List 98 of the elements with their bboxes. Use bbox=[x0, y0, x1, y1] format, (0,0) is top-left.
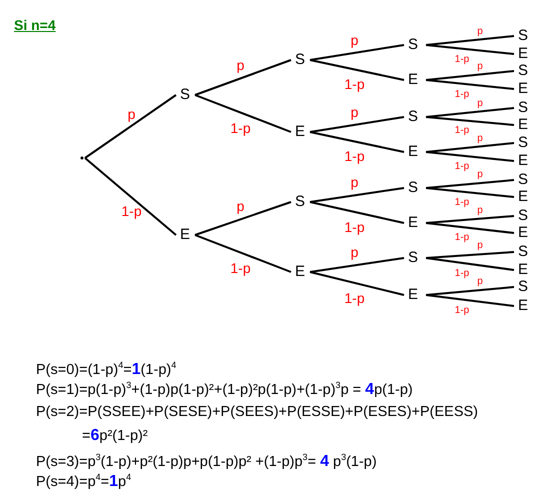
probability-label: 1-p bbox=[454, 126, 470, 136]
outcome-label: S bbox=[517, 171, 529, 189]
outcome-label: E bbox=[407, 71, 419, 89]
branch-line bbox=[426, 187, 514, 198]
probability-label: p bbox=[128, 106, 136, 120]
outcome-label: S bbox=[407, 36, 419, 54]
probability-label: p bbox=[477, 62, 483, 72]
branch-line bbox=[310, 257, 404, 273]
branch-line bbox=[310, 201, 404, 224]
branch-line bbox=[426, 257, 514, 271]
formula: P(s=0)=(1-p)$^{4}$=1(1-p)$^{4}$ bbox=[36, 361, 176, 379]
branch-line bbox=[310, 116, 404, 133]
outcome-label: S bbox=[517, 62, 529, 80]
outcome-label: S bbox=[517, 27, 529, 45]
probability-label: 1-p bbox=[454, 198, 470, 208]
probability-label: 1-p bbox=[230, 260, 251, 274]
branch-line bbox=[310, 187, 404, 203]
branch-line bbox=[426, 151, 514, 162]
branch-line bbox=[310, 44, 404, 61]
branch-line bbox=[84, 94, 177, 159]
outcome-label: E bbox=[294, 123, 306, 141]
probability-label: p bbox=[477, 277, 483, 287]
outcome-label: E bbox=[517, 224, 529, 242]
formula: P(s=4)=p$^{4}$=1p$^{4}$ bbox=[36, 473, 132, 491]
branch-line bbox=[310, 271, 404, 296]
outcome-label: S bbox=[407, 108, 419, 126]
branch-line bbox=[426, 142, 514, 153]
probability-label: p bbox=[236, 58, 244, 72]
branch-line bbox=[194, 59, 292, 96]
branch-line bbox=[426, 107, 514, 118]
branch-line bbox=[310, 59, 404, 81]
probability-label: p bbox=[350, 32, 358, 46]
probability-label: 1-p bbox=[454, 269, 470, 279]
outcome-label: S bbox=[294, 193, 306, 211]
probability-label: 1-p bbox=[230, 120, 251, 134]
outcome-label: E bbox=[517, 45, 529, 63]
branch-point bbox=[80, 156, 84, 160]
branch-line bbox=[194, 94, 292, 133]
outcome-label: E bbox=[517, 188, 529, 206]
branch-line bbox=[426, 179, 514, 189]
probability-label: 1-p bbox=[344, 149, 365, 163]
branch-line bbox=[194, 201, 292, 236]
probability-label: 1-p bbox=[344, 220, 365, 234]
branch-line bbox=[426, 35, 514, 46]
probability-label: p bbox=[350, 175, 358, 189]
outcome-label: S bbox=[407, 249, 419, 267]
formula: P(s=3)=p$^{3}$(1-p)+p²(1-p)p+p(1-p)p² +(1-p)p$^{3}$= 4 p$^{3}$(1-p) bbox=[36, 453, 377, 471]
outcome-label: S bbox=[517, 134, 529, 152]
probability-label: p bbox=[350, 104, 358, 118]
branch-line bbox=[426, 222, 514, 234]
probability-label: 1-p bbox=[344, 77, 365, 91]
title: Si n=4 bbox=[14, 17, 56, 33]
probability-label: p bbox=[477, 98, 483, 108]
formula: P(s=2)=P(SSEE)+P(SESE)+P(SEES)+P(ESSE)+P(ESES)+P(EESS) bbox=[36, 403, 478, 421]
branch-line bbox=[426, 294, 514, 307]
probability-label: p bbox=[477, 170, 483, 180]
formula: P(s=1)=p(1-p)$^{3}$+(1-p)p(1-p)²+(1-p)²p(1-p)+(1-p)$^{3}$p = 4p(1-p) bbox=[36, 381, 413, 399]
probability-label: 1-p bbox=[454, 233, 470, 243]
outcome-label: S bbox=[517, 207, 529, 225]
branch-line bbox=[426, 79, 514, 90]
probability-label: p bbox=[477, 206, 483, 216]
branch-line bbox=[426, 286, 514, 296]
outcome-label: S bbox=[179, 86, 191, 104]
outcome-label: E bbox=[407, 286, 419, 304]
probability-label: 1-p bbox=[454, 90, 470, 100]
probability-label: p bbox=[350, 245, 358, 259]
branch-line bbox=[84, 157, 177, 236]
branch-line bbox=[426, 215, 514, 224]
outcome-label: S bbox=[294, 51, 306, 69]
probability-label: p bbox=[477, 26, 483, 36]
outcome-label: E bbox=[179, 226, 191, 244]
outcome-label: E bbox=[517, 152, 529, 170]
branch-line bbox=[426, 116, 514, 126]
probability-label: 1-p bbox=[454, 54, 470, 64]
outcome-label: E bbox=[517, 116, 529, 134]
outcome-label: S bbox=[517, 99, 529, 117]
outcome-label: E bbox=[407, 214, 419, 232]
probability-label: 1-p bbox=[454, 162, 470, 172]
probability-label: p bbox=[477, 241, 483, 251]
outcome-label: E bbox=[407, 143, 419, 161]
formula: =6p²(1-p)² bbox=[82, 427, 148, 445]
probability-label: p bbox=[236, 198, 244, 212]
outcome-label: S bbox=[517, 243, 529, 261]
branch-line bbox=[426, 70, 514, 81]
outcome-label: S bbox=[407, 179, 419, 197]
branch-line bbox=[426, 44, 514, 55]
probability-label: 1-p bbox=[344, 290, 365, 304]
probability-label: p bbox=[477, 134, 483, 144]
branch-line bbox=[310, 131, 404, 153]
outcome-label: S bbox=[517, 278, 529, 296]
outcome-label: E bbox=[517, 297, 529, 315]
outcome-label: E bbox=[294, 263, 306, 281]
outcome-label: E bbox=[517, 261, 529, 279]
outcome-label: E bbox=[517, 80, 529, 98]
probability-label: 1-p bbox=[454, 306, 470, 316]
branch-line bbox=[194, 234, 292, 273]
probability-label: 1-p bbox=[121, 204, 142, 218]
branch-line bbox=[426, 251, 514, 259]
